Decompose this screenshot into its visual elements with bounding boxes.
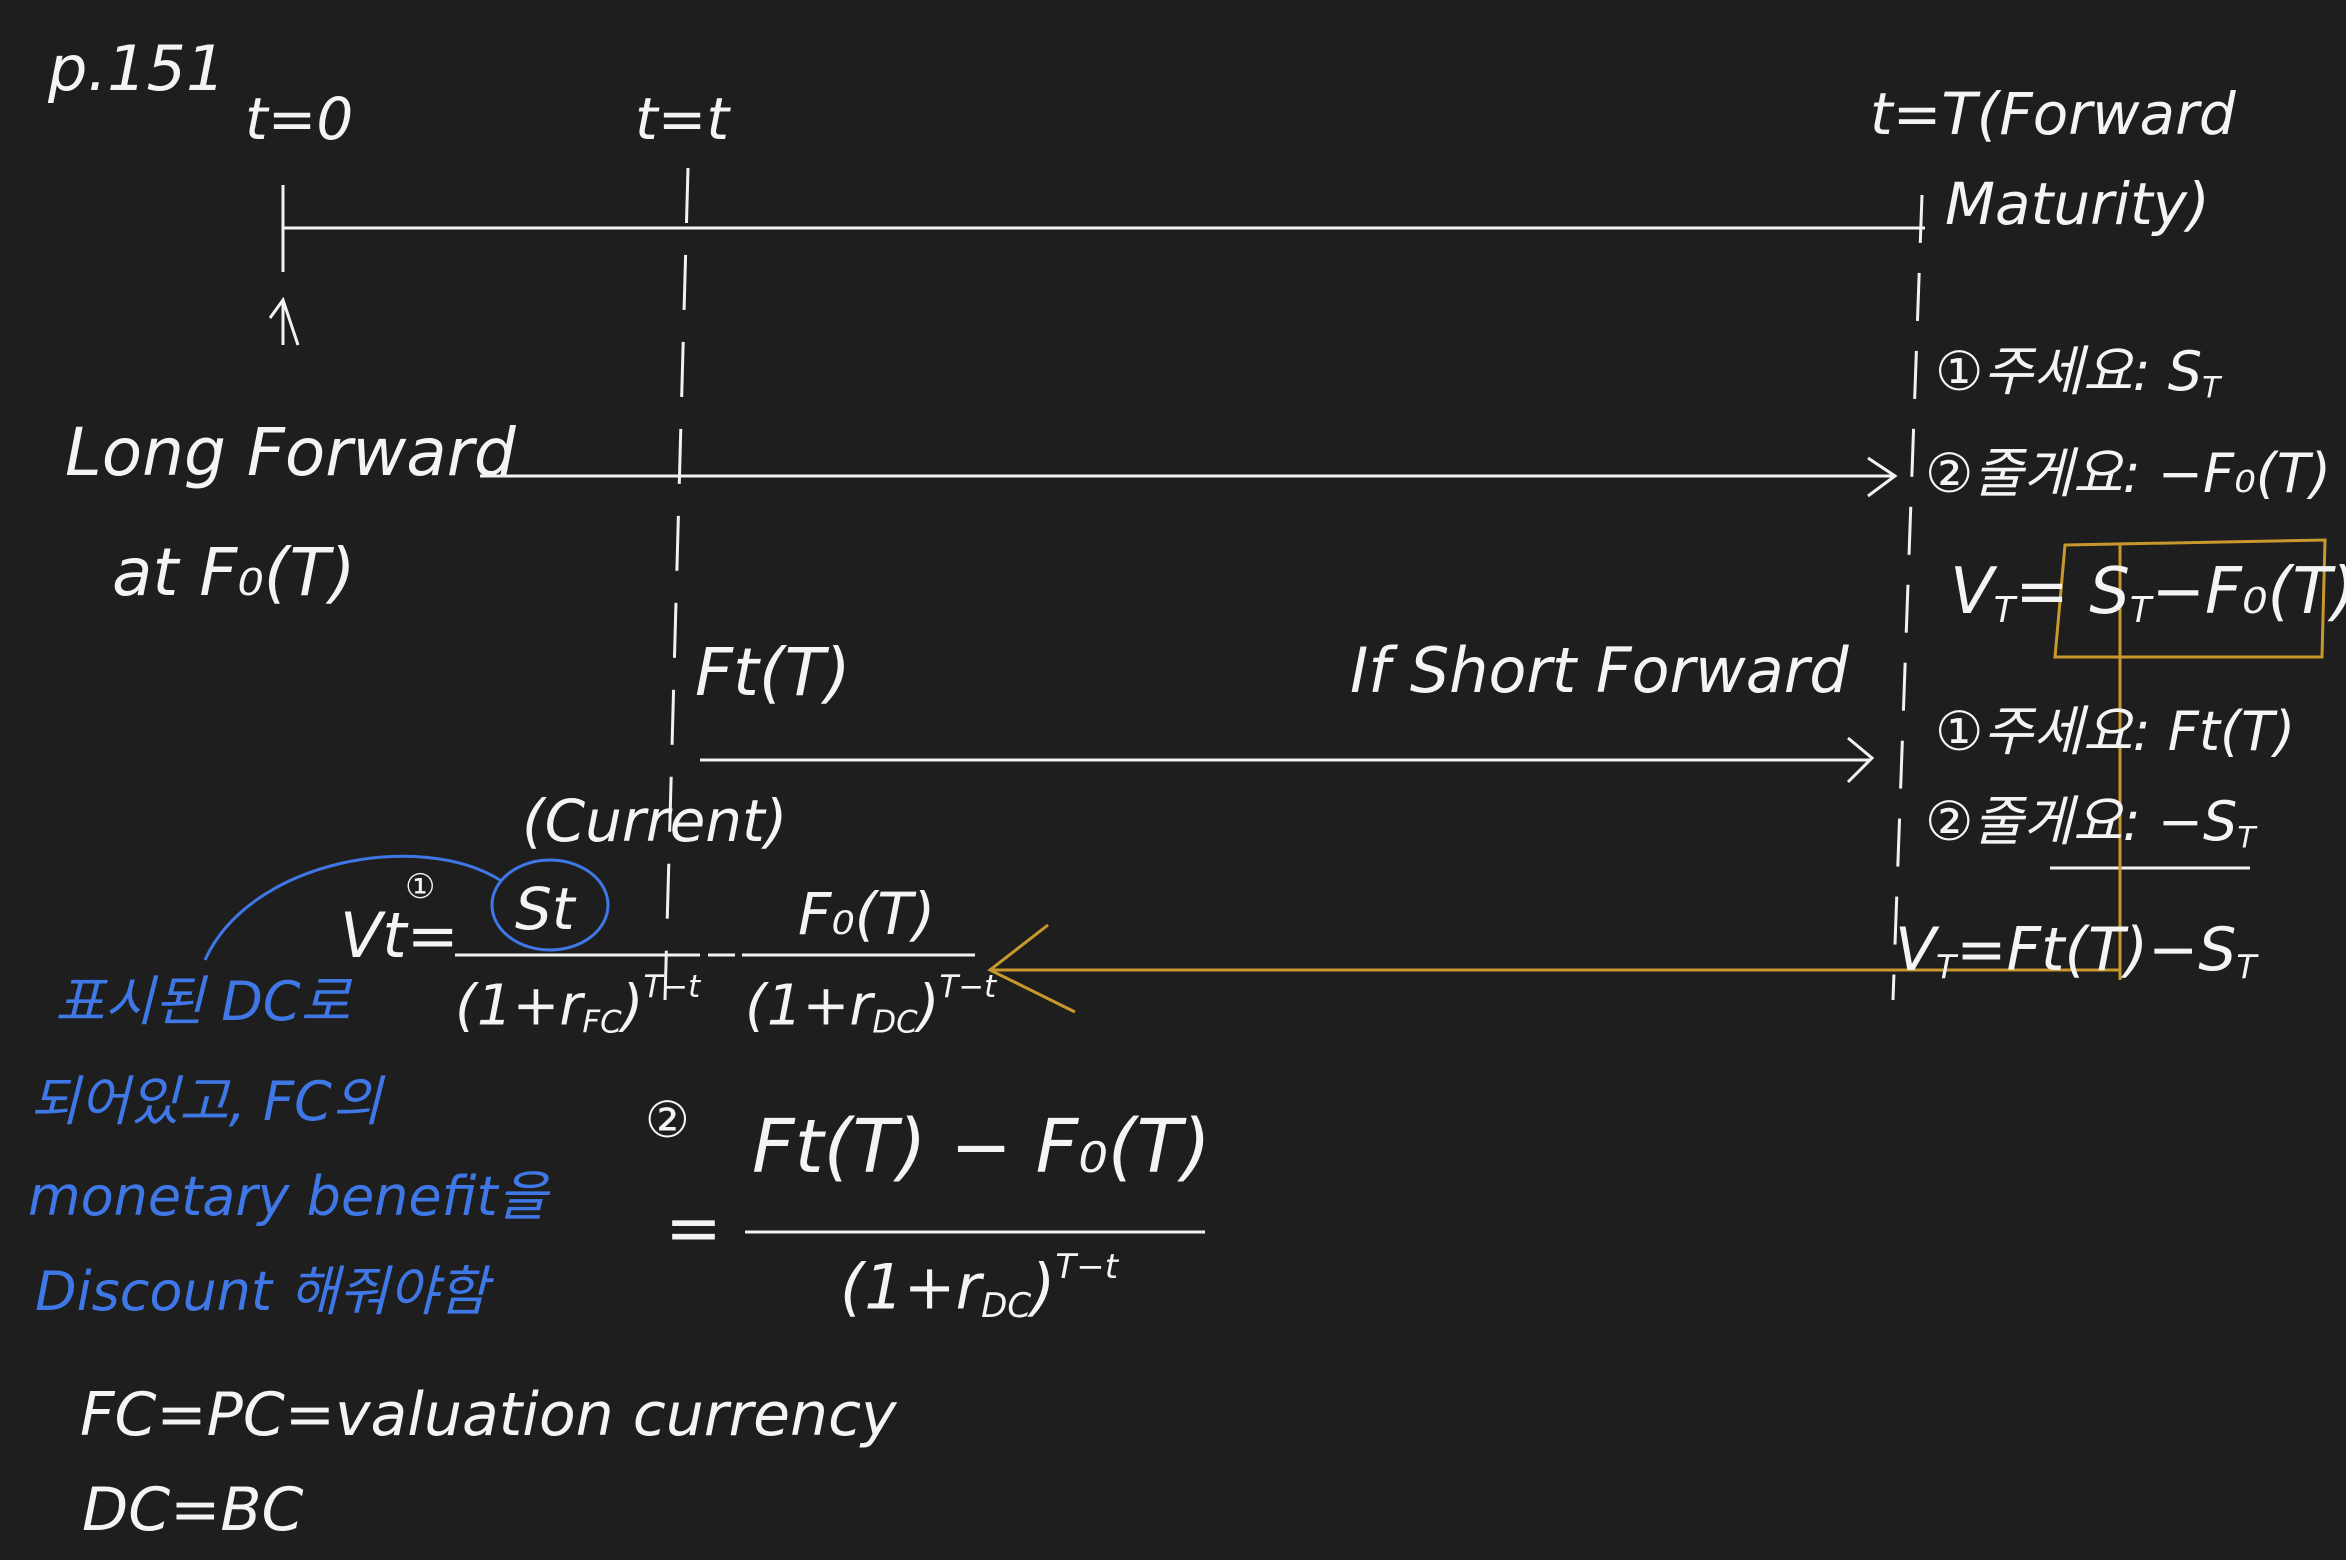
formula2-eq: = xyxy=(665,1189,722,1268)
up-arrow-icon xyxy=(268,296,300,346)
time-label-t: t=t xyxy=(635,85,730,153)
short-forward-arrowhead-icon xyxy=(1846,736,1875,784)
formula1-den1: (1+rFC)T−t xyxy=(455,969,701,1041)
short-item-2: ②줄게요: −ST xyxy=(1925,790,2256,856)
long-forward-label: Long Forward xyxy=(65,414,516,491)
formula2-den: (1+rDC)T−t xyxy=(840,1247,1119,1327)
formula1-num2: F₀(T) xyxy=(798,880,936,948)
gold-arrowhead-icon xyxy=(987,923,1076,1014)
time-label-0: t=0 xyxy=(245,85,354,153)
footer-line2: DC=BC xyxy=(82,1475,304,1545)
gold-box xyxy=(2053,538,2327,980)
blue-connector xyxy=(203,854,501,961)
current-label: (Current) xyxy=(522,787,788,855)
formula1-den2: (1+rDC)T−t xyxy=(745,969,997,1041)
short-forward-heading: If Short Forward xyxy=(1350,634,1849,707)
blue-note-line1: 표시된 DC로 xyxy=(55,970,351,1033)
time-label-T: t=T(Forward xyxy=(1870,80,2236,148)
short-value: VT=Ft(T)−ST xyxy=(1895,915,2257,987)
long-item-2: ②줄게요: −F₀(T) xyxy=(1925,442,2331,505)
dashed-line-t xyxy=(663,167,690,1001)
formula2-marker: ② xyxy=(645,1091,690,1149)
time-label-maturity: Maturity) xyxy=(1945,170,2210,238)
page-reference: p.151 xyxy=(48,32,226,105)
blue-note-line3: monetary benefit을 xyxy=(28,1165,548,1228)
blue-note-line2: 되어있고, FC의 xyxy=(30,1070,382,1133)
dashed-line-T xyxy=(1891,194,1924,1001)
short-forward-price: Ft(T) xyxy=(695,634,851,711)
blue-note-line4: Discount 해줘야함 xyxy=(35,1260,488,1323)
formula1-marker: ① xyxy=(405,867,436,907)
formula2-num: Ft(T) − F₀(T) xyxy=(752,1104,1211,1190)
long-value: VT= ST−F₀(T) xyxy=(1950,555,2346,631)
formula1-lhs: Vt= xyxy=(340,899,459,972)
long-item-1: ①주세요: ST xyxy=(1935,340,2221,406)
long-forward-price: at F₀(T) xyxy=(112,534,356,611)
footer-line1: FC=PC=valuation currency xyxy=(80,1380,897,1450)
short-item-1: ①주세요: Ft(T) xyxy=(1935,700,2296,763)
long-forward-arrowhead-icon xyxy=(1867,456,1898,498)
formula1-num1: St xyxy=(515,875,575,943)
blue-circle xyxy=(490,858,610,952)
